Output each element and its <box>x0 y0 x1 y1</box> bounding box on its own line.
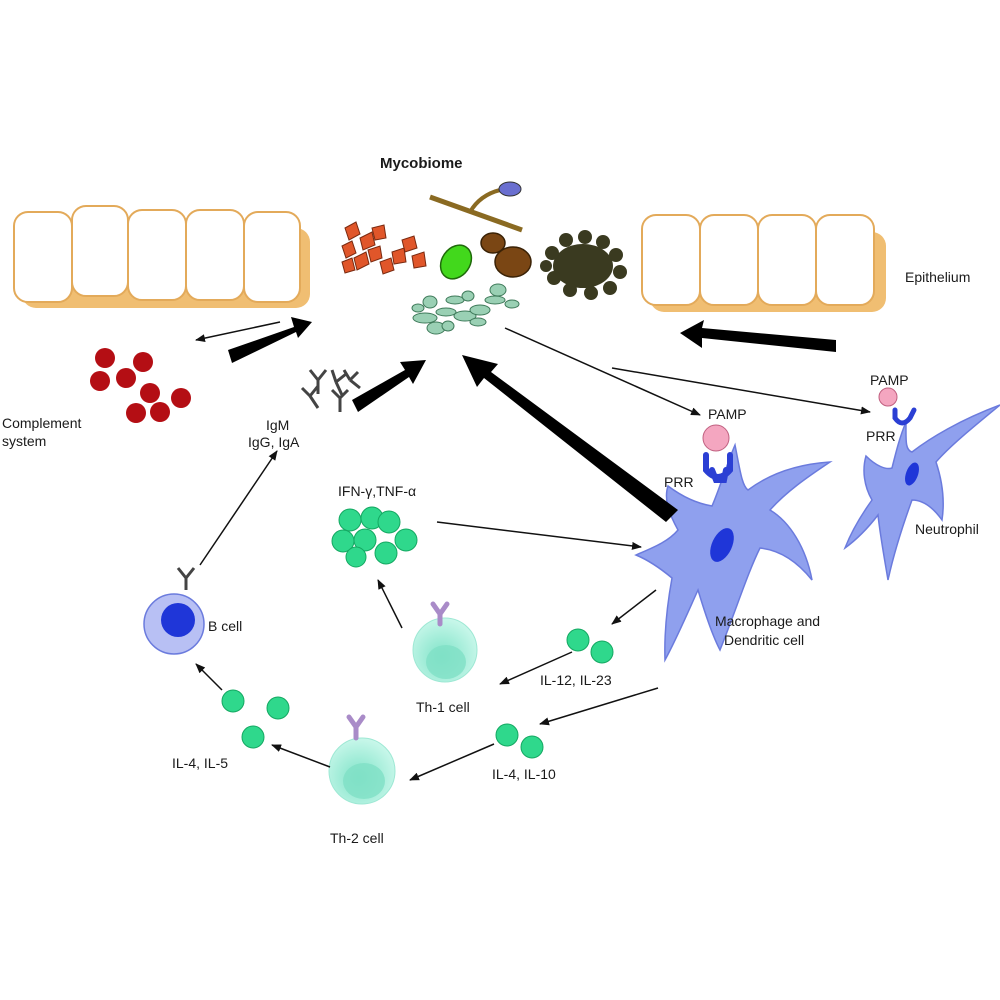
complement-particles <box>90 348 191 423</box>
th1-receptor-icon <box>430 601 450 627</box>
igg-iga-label: IgG, IgA <box>248 434 300 450</box>
th2-cell-label: Th-2 cell <box>330 830 384 846</box>
th1-cell-label: Th-1 cell <box>416 699 470 715</box>
il4-il10-label: IL-4, IL-10 <box>492 766 556 782</box>
complement-label-line1: Complement <box>2 415 81 431</box>
pamp-icon <box>702 424 730 452</box>
filamentous-fungi-icon <box>411 283 520 335</box>
arrow-macrophage-to-il12 <box>611 589 657 625</box>
macrophage-label-line2: Dendritic cell <box>724 632 804 648</box>
mycobiome-fungi <box>341 181 627 335</box>
th2-receptor-icon <box>346 714 366 741</box>
arrow-ifn-to-macrophage <box>436 521 642 550</box>
thick-arrow-neutrophil-to-epithelium <box>680 320 836 352</box>
arrow-bcell-to-antibody <box>199 450 278 566</box>
arrow-mycobiome-to-neutrophil-pamp <box>611 367 871 415</box>
antibody-icons <box>300 369 361 412</box>
epithelium-right <box>641 214 886 312</box>
b-cell-antibody-icon <box>176 567 196 590</box>
macrophage-label-line1: Macrophage and <box>715 613 820 629</box>
arrow-th2-to-il5 <box>271 744 331 768</box>
pamp-neutrophil-label: PAMP <box>870 372 909 388</box>
epithelium-label: Epithelium <box>905 269 970 285</box>
ifn-tnf-label: IFN-γ,TNF-α <box>338 483 416 499</box>
neutrophil-pamp-icon <box>878 387 898 407</box>
arrow-mycobiome-to-complement <box>195 321 281 343</box>
thick-arrow-macrophage-to-mycobiome <box>462 355 678 522</box>
thick-arrow-antibody-to-mycobiome <box>352 360 426 412</box>
brown-yeast-icon <box>480 232 532 278</box>
prr-receptor-icon <box>703 452 733 483</box>
il12-il23-cytokines <box>566 628 614 664</box>
neutrophil <box>843 387 1000 581</box>
arrow-il5-to-bcell <box>195 663 223 691</box>
arrow-mycobiome-to-macrophage-pamp <box>504 327 701 416</box>
il4-il5-cytokines <box>221 689 290 749</box>
green-yeast-icon <box>439 244 473 280</box>
orange-fungi-icon <box>341 221 427 275</box>
hypha-icon <box>429 181 523 233</box>
neutrophil-label: Neutrophil <box>915 521 979 537</box>
macrophage-nucleus <box>710 528 734 562</box>
arrow-il12-to-th1 <box>499 651 573 685</box>
th2-cell <box>328 714 396 805</box>
dark-spore-cluster-icon <box>540 230 627 300</box>
il12-il23-label: IL-12, IL-23 <box>540 672 612 688</box>
b-cell-label: B cell <box>208 618 242 634</box>
pamp-macrophage-label: PAMP <box>708 406 747 422</box>
complement-label-line2: system <box>2 433 46 449</box>
prr-macrophage-label: PRR <box>664 474 694 490</box>
th1-cell <box>412 601 478 683</box>
b-cell <box>143 567 205 655</box>
igm-label: IgM <box>266 417 289 433</box>
arrow-th1-to-ifn <box>377 579 403 629</box>
neutrophil-nucleus <box>905 462 919 486</box>
neutrophil-prr-receptor-icon <box>892 407 917 426</box>
il4-il5-label: IL-4, IL-5 <box>172 755 228 771</box>
arrow-il10-to-th2 <box>409 743 495 781</box>
ifn-tnf-cytokines <box>331 506 418 568</box>
epithelium-left <box>13 205 310 308</box>
mycobiome-title: Mycobiome <box>380 155 463 172</box>
arrow-macrophage-to-il10 <box>539 687 659 726</box>
thick-arrow-complement-to-mycobiome <box>228 317 312 363</box>
prr-neutrophil-label: PRR <box>866 428 896 444</box>
il4-il10-cytokines <box>495 723 544 759</box>
macrophage-dendritic-cell <box>634 424 833 663</box>
